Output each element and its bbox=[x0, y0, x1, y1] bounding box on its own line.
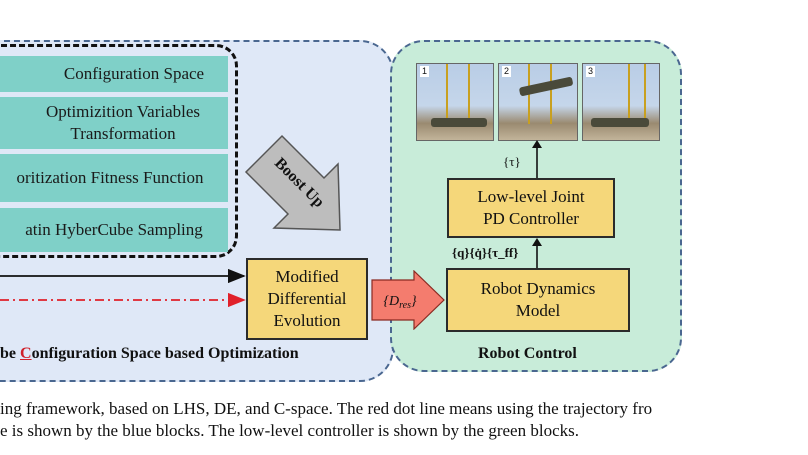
robot-photo-1: 1 bbox=[416, 63, 494, 141]
input-arrows bbox=[0, 268, 246, 308]
photo-number: 2 bbox=[502, 66, 512, 77]
title-prefix: be bbox=[0, 345, 20, 362]
hypercube-sampling-block: atin HyberCube Sampling bbox=[0, 208, 228, 252]
box-line: Differential bbox=[267, 289, 347, 308]
optimization-title: be Configuration Space based Optimizatio… bbox=[0, 345, 299, 363]
differential-evolution-box: Modified Differential Evolution bbox=[246, 258, 368, 340]
block-label: Configuration Space bbox=[63, 64, 205, 83]
boost-up-arrow: Boost Up bbox=[244, 134, 341, 231]
robot-photo-2: 2 bbox=[498, 63, 578, 141]
box-line: Robot Dynamics bbox=[480, 279, 596, 298]
fitness-function-block: oritization Fitness Function bbox=[0, 154, 228, 202]
block-label: atin HyberCube Sampling bbox=[25, 220, 203, 239]
title-highlight: C bbox=[20, 345, 32, 362]
dres-arrow: {Dres} bbox=[371, 270, 445, 330]
variables-transformation-block: Optimizition Variables Transformation bbox=[0, 97, 228, 149]
box-line: Model bbox=[515, 301, 561, 320]
caption-line-1: ing framework, based on LHS, DE, and C-s… bbox=[0, 399, 653, 418]
block-label: oritization Fitness Function bbox=[16, 168, 204, 187]
caption-line-2: e is shown by the blue blocks. The low-l… bbox=[0, 421, 579, 440]
photo-number: 3 bbox=[586, 66, 596, 77]
box-line: Evolution bbox=[273, 311, 341, 330]
robot-photo-3: 3 bbox=[582, 63, 660, 141]
block-label: Optimizition Variables bbox=[45, 102, 201, 121]
state-arrow bbox=[532, 238, 542, 268]
block-label: Transformation bbox=[70, 124, 176, 143]
robot-figure bbox=[431, 64, 487, 127]
configuration-space-block: Configuration Space bbox=[0, 56, 228, 92]
robot-dynamics-box: Robot Dynamics Model bbox=[446, 268, 630, 332]
pd-controller-box: Low-level Joint PD Controller bbox=[447, 178, 615, 238]
tau-arrow bbox=[532, 140, 542, 178]
sampling-group-border bbox=[0, 44, 238, 258]
tau-label: {τ} bbox=[503, 154, 521, 169]
robot-control-title: Robot Control bbox=[478, 345, 577, 362]
robot-figure bbox=[519, 64, 573, 124]
box-line: Modified bbox=[275, 267, 339, 286]
state-label: {q}{q̇}{τ_ff} bbox=[452, 245, 519, 260]
arrow-shape bbox=[244, 134, 341, 231]
title-rest: onfiguration Space based Optimization bbox=[31, 345, 299, 362]
robot-figure bbox=[591, 64, 649, 127]
arrow-shape bbox=[371, 270, 445, 330]
box-line: PD Controller bbox=[483, 209, 579, 228]
photo-number: 1 bbox=[420, 66, 430, 77]
box-line: Low-level Joint bbox=[477, 187, 585, 206]
